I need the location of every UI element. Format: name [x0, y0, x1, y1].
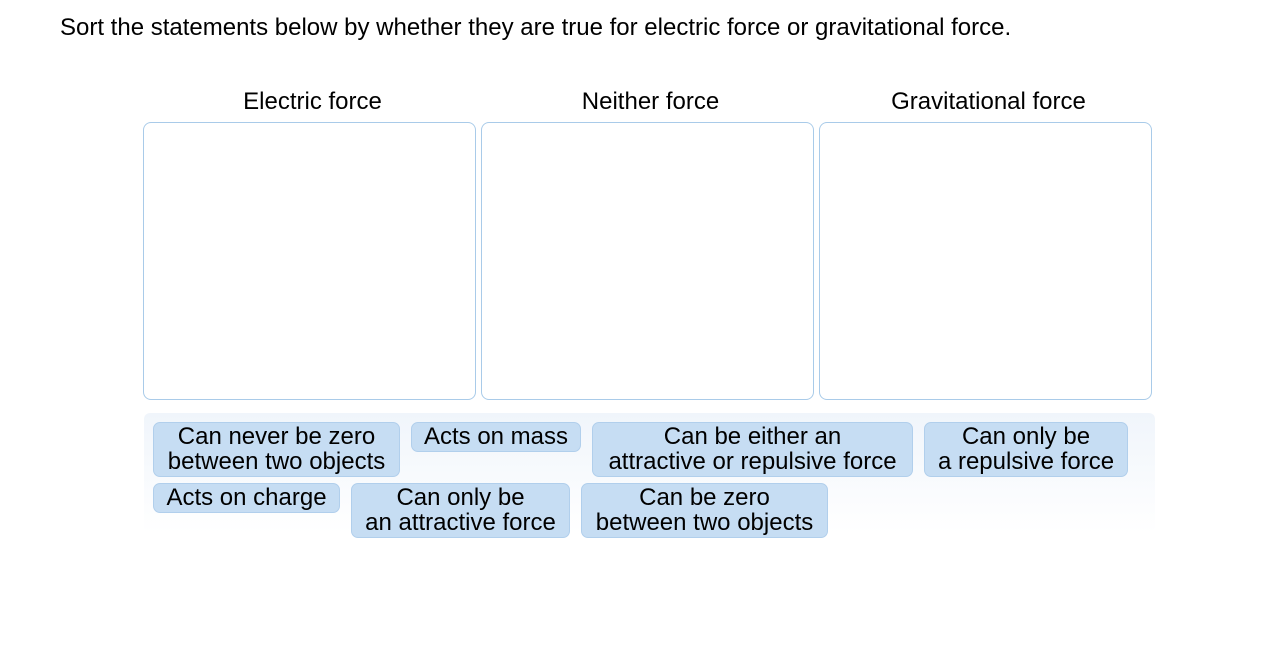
bin-label-neither: Neither force	[581, 88, 720, 115]
tile-only-repulsive[interactable]: Can only be a repulsive force	[924, 422, 1128, 477]
question-prompt: Sort the statements below by whether the…	[60, 14, 1012, 41]
tile-line: an attractive force	[365, 509, 556, 536]
tile-line: between two objects	[167, 448, 386, 475]
tile-line: Can only be	[396, 484, 525, 511]
tile-line: a repulsive force	[937, 448, 1115, 475]
tile-line: Can be zero	[639, 484, 770, 511]
bin-label-electric: Electric force	[243, 88, 382, 115]
tile-line: attractive or repulsive force	[608, 448, 897, 475]
tile-acts-on-charge[interactable]: Acts on charge	[153, 483, 340, 513]
tile-line: Can only be	[961, 423, 1091, 450]
tile-line: Acts on mass	[423, 423, 569, 450]
tile-never-zero[interactable]: Can never be zero between two objects	[153, 422, 400, 477]
tile-acts-on-mass[interactable]: Acts on mass	[411, 422, 581, 452]
drop-zone-neither[interactable]	[481, 122, 814, 400]
tile-can-be-zero[interactable]: Can be zero between two objects	[581, 483, 828, 538]
tile-line: between two objects	[595, 509, 814, 536]
tile-line: Can never be zero	[177, 423, 376, 450]
tile-line: Acts on charge	[166, 484, 327, 511]
tile-either-attractive-repulsive[interactable]: Can be either an attractive or repulsive…	[592, 422, 913, 477]
tile-only-attractive[interactable]: Can only be an attractive force	[351, 483, 570, 538]
drop-zone-gravitational[interactable]	[819, 122, 1152, 400]
bin-label-gravitational: Gravitational force	[891, 88, 1086, 115]
tile-line: Can be either an	[663, 423, 842, 450]
drop-zone-electric[interactable]	[143, 122, 476, 400]
